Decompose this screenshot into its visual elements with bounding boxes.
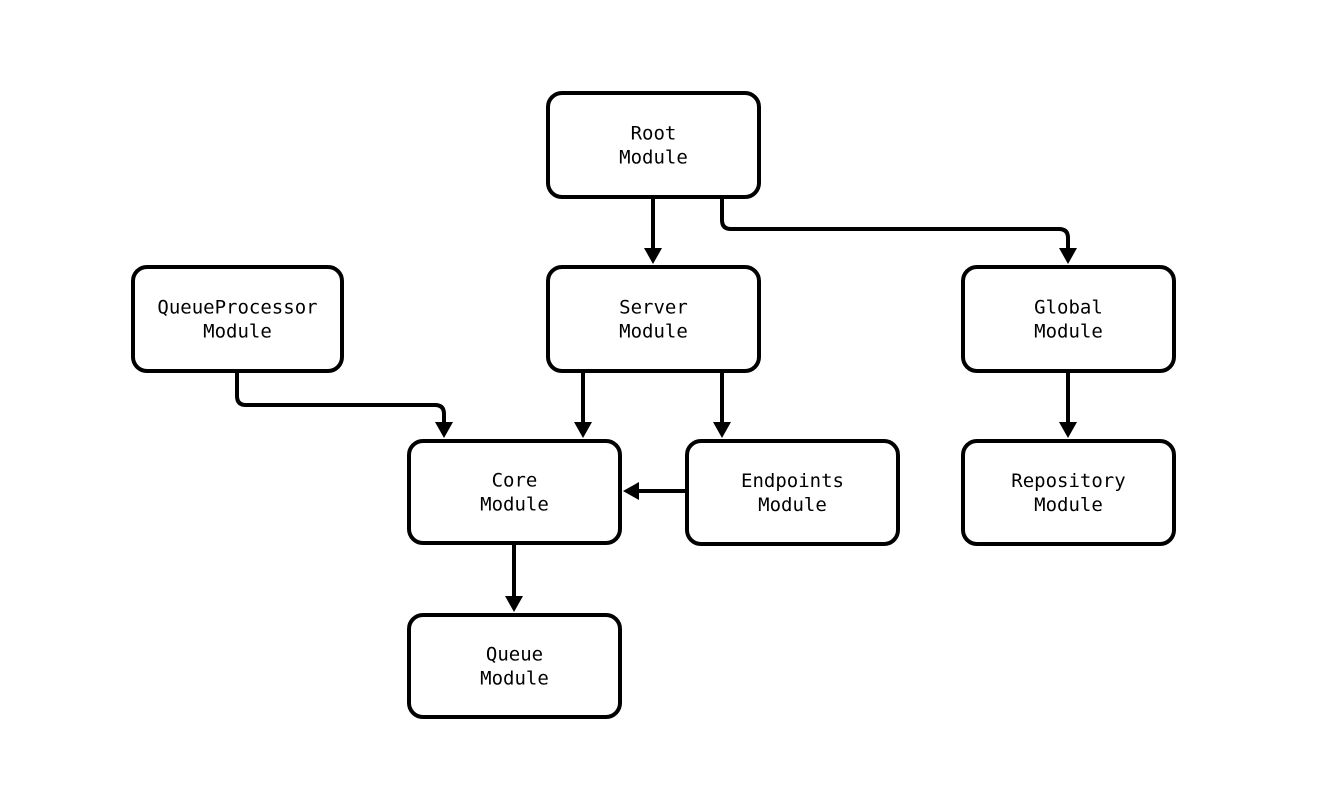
queueprocessor-module-label-line1: QueueProcessor [157, 296, 317, 318]
core-module-label-line1: Core [492, 469, 538, 491]
edges-layer [235, 197, 1077, 612]
edge-endpoints-to-core [623, 482, 687, 500]
root-module-box[interactable] [546, 91, 761, 199]
edge-root-to-server [644, 197, 662, 264]
queue-module-label-line2: Module [480, 667, 549, 689]
queueprocessor-module-box[interactable] [131, 265, 344, 373]
queue-module-box[interactable] [407, 613, 622, 719]
repository-module-label-line1: Repository [1011, 470, 1125, 492]
edge-queueprocessor-to-core-line [235, 371, 446, 424]
endpoints-module-box[interactable] [685, 439, 900, 546]
edge-root-to-global-line [720, 197, 1070, 250]
edge-server-to-endpoints [713, 371, 731, 438]
edge-root-to-global [720, 197, 1077, 264]
edge-endpoints-to-core-arrowhead-icon [623, 482, 639, 500]
repository-module-label-line2: Module [1034, 493, 1103, 515]
root-module-label-line2: Module [619, 146, 688, 168]
root-module-label-line1: Root [631, 122, 677, 144]
edge-root-to-global-arrowhead-icon [1059, 248, 1077, 264]
edge-global-to-repository [1059, 371, 1077, 438]
global-module-label-line2: Module [1034, 320, 1103, 342]
queueprocessor-module-label-line2: Module [203, 320, 272, 342]
endpoints-module-label-line1: Endpoints [741, 470, 844, 492]
edge-server-to-core-arrowhead-icon [574, 422, 592, 438]
edge-root-to-server-arrowhead-icon [644, 248, 662, 264]
repository-module-box[interactable] [961, 439, 1176, 546]
server-module-label-line1: Server [619, 296, 688, 318]
core-module-label-line2: Module [480, 493, 549, 515]
edge-server-to-endpoints-arrowhead-icon [713, 422, 731, 438]
core-module-box[interactable] [407, 439, 622, 545]
edge-queueprocessor-to-core [235, 371, 453, 438]
edge-queueprocessor-to-core-arrowhead-icon [435, 422, 453, 438]
endpoints-module-label-line2: Module [758, 493, 827, 515]
queue-module-label-line1: Queue [486, 643, 543, 665]
server-module-label-line2: Module [619, 320, 688, 342]
global-module-box[interactable] [961, 265, 1176, 373]
edge-global-to-repository-arrowhead-icon [1059, 422, 1077, 438]
global-module-label-line1: Global [1034, 296, 1103, 318]
edge-core-to-queue-arrowhead-icon [505, 596, 523, 612]
server-module-box[interactable] [546, 265, 761, 373]
edge-core-to-queue [505, 543, 523, 612]
edge-server-to-core [574, 371, 592, 438]
